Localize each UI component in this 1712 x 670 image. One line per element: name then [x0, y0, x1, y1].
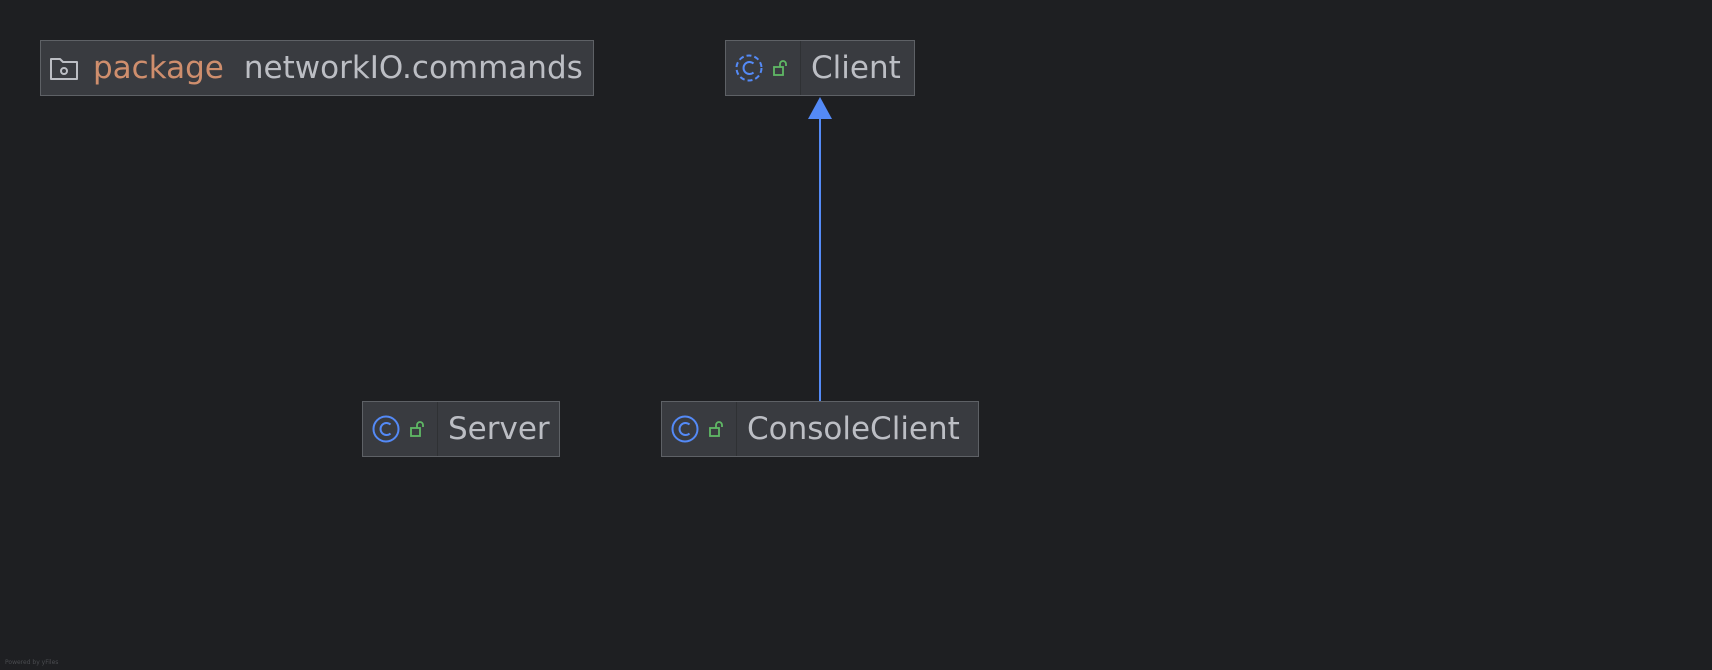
class-node-consoleclient[interactable]: ConsoleClient [661, 401, 979, 457]
folder-icon [49, 55, 79, 81]
abstract-class-icon [734, 53, 764, 83]
public-unlock-icon [708, 420, 726, 438]
class-node-server[interactable]: Server [362, 401, 560, 457]
class-name: ConsoleClient [747, 411, 960, 447]
package-name: networkIO.commands [243, 50, 583, 86]
class-name: Client [811, 50, 901, 86]
class-icon [371, 414, 401, 444]
public-unlock-icon [772, 59, 790, 77]
package-node[interactable]: package networkIO.commands [40, 40, 594, 96]
class-name: Server [448, 411, 550, 447]
class-icon [670, 414, 700, 444]
powered-by-footer: Powered by yFiles [5, 659, 59, 666]
inheritance-arrowhead [808, 97, 832, 119]
public-unlock-icon [409, 420, 427, 438]
class-node-client[interactable]: Client [725, 40, 915, 96]
package-keyword: package [93, 50, 224, 86]
